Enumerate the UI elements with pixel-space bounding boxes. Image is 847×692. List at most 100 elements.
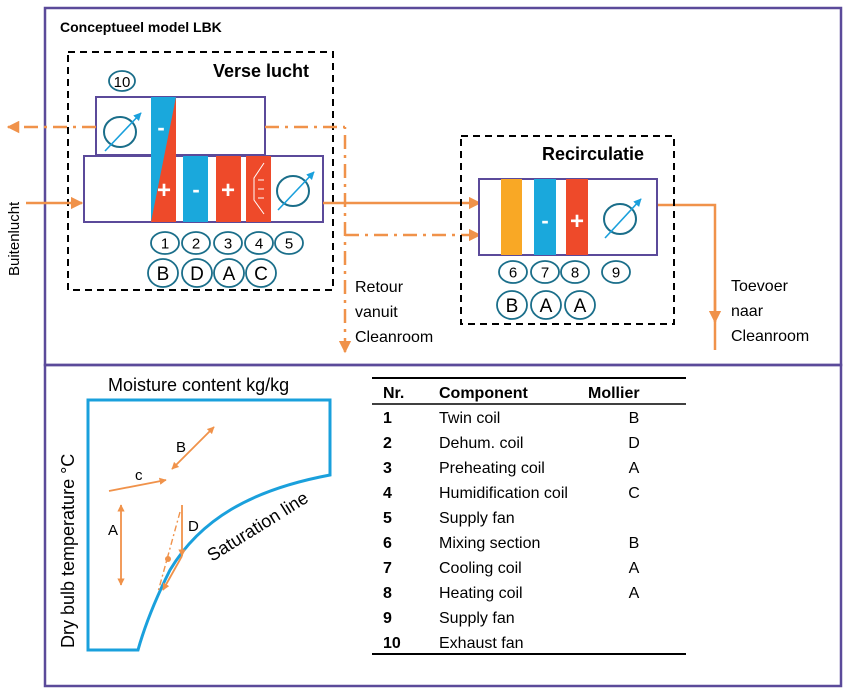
table-cell-mollier: A [629,585,640,602]
preheat-coil [216,156,241,222]
recirc-section-box [460,135,675,325]
supply-to-cleanroom-flow [658,203,717,350]
component-number-5: 5 [274,231,304,255]
mollier-letter: A [213,258,245,288]
svg-text:2: 2 [192,235,200,252]
svg-text:7: 7 [541,264,549,281]
heating-coil [566,179,588,255]
process-d-arrow-diag [162,555,183,591]
saturation-line-label: Saturation line [204,487,312,565]
component-number-6: 6 [498,260,528,284]
table-cell-mollier: B [629,410,640,427]
process-c-arrow [108,477,167,492]
dehum-coil-minus: - [192,177,199,202]
svg-text:C: C [254,264,268,285]
return-label-1: Retour [355,279,404,296]
return-label-2: vanuit [355,304,398,321]
table-cell-mollier: A [629,460,640,477]
process-b-label: B [176,439,186,456]
svg-text:A: A [540,296,553,317]
table-cell-component: Cooling coil [439,560,522,577]
table-row: 4 Humidification coil C [383,485,640,502]
table-cell-nr: 9 [383,610,392,627]
process-d-point [165,556,171,562]
recirc-supply-fan-icon [603,198,642,239]
process-a-label: A [108,522,118,539]
table-cell-component: Supply fan [439,510,515,527]
component-number-4: 4 [244,231,274,255]
svg-text:B: B [157,264,170,285]
table-cell-component: Twin coil [439,410,500,427]
fresh-air-section-box [67,51,334,291]
svg-text:A: A [223,264,236,285]
mollier-letter: A [530,290,562,320]
svg-text:5: 5 [285,235,293,252]
svg-text:9: 9 [612,264,620,281]
mollier-x-axis-label: Moisture content kg/kg [108,375,289,395]
component-number-9: 9 [601,260,631,284]
table-cell-component: Heating coil [439,585,523,602]
svg-text:3: 3 [224,235,232,252]
table-cell-component: Humidification coil [439,485,568,502]
fresh-air-section-title: Verse lucht [213,61,309,81]
svg-text:4: 4 [255,235,263,252]
table-row: 1 Twin coil B [383,410,639,427]
heating-coil-plus: + [570,208,584,235]
component-number-7: 7 [530,260,560,284]
table-cell-component: Preheating coil [439,460,545,477]
table-cell-component: Mixing section [439,535,540,552]
component-number-1: 1 [150,231,180,255]
cooling-coil [534,179,556,255]
cooling-coil-minus: - [541,208,548,233]
table-cell-mollier: D [628,435,640,452]
table-cell-nr: 4 [383,485,392,502]
svg-text:B: B [506,296,519,317]
mollier-letter: B [147,258,179,288]
table-cell-mollier: A [629,560,640,577]
table-cell-nr: 5 [383,510,392,527]
twin-coil-minus: - [157,115,164,140]
exhaust-fan-icon [103,112,142,152]
table-cell-mollier: B [629,535,640,552]
table-row: 5 Supply fan [383,510,515,527]
process-b-arrow [171,426,215,470]
supply-fan-icon [276,171,315,211]
table-cell-nr: 7 [383,560,392,577]
table-cell-component: Supply fan [439,610,515,627]
mollier-boundary [86,398,332,652]
table-header-component: Component [439,385,529,402]
table-row: 7 Cooling coil A [383,560,640,577]
table-cell-component: Dehum. coil [439,435,523,452]
table-cell-nr: 1 [383,410,392,427]
table-header-nr: Nr. [383,385,404,402]
svg-text:8: 8 [571,264,579,281]
bottom-panel-frame [43,363,843,688]
svg-text:6: 6 [509,264,517,281]
twin-coil-plus: + [157,177,171,204]
component-number-2: 2 [181,231,211,255]
table-cell-nr: 10 [383,635,401,652]
dehum-coil [183,156,208,222]
supply-label-2: naar [731,303,764,320]
supply-label-1: Toevoer [731,278,789,295]
component-number-3: 3 [213,231,243,255]
recirc-section-title: Recirculatie [542,144,644,164]
mixing-section [501,179,522,255]
process-d-label: D [188,518,199,535]
table-cell-mollier: C [628,485,640,502]
table-row: 9 Supply fan [383,610,515,627]
humidifier-nozzle-icon [253,162,265,215]
mollier-letter: D [181,258,213,288]
process-c-label: c [135,467,143,484]
component-number-8: 8 [560,260,590,284]
